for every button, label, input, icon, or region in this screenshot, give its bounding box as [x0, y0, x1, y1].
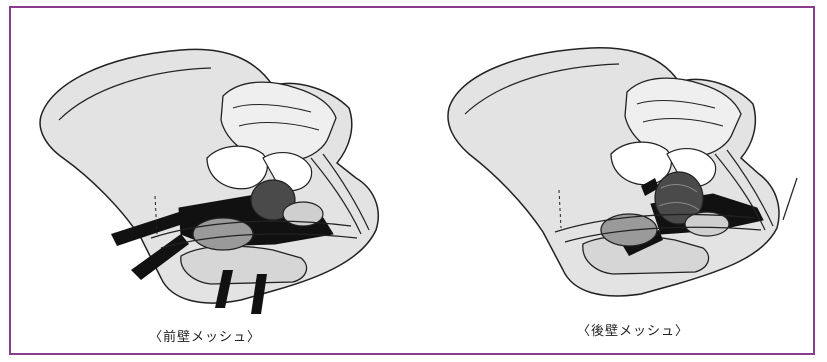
pelvis-posterior-illustration	[423, 8, 813, 353]
figure-caption-posterior: 〈後壁メッシュ〉	[577, 320, 689, 339]
posterior-mesh-figure: 〈後壁メッシュ〉	[423, 8, 813, 353]
pelvis-anterior-illustration	[11, 8, 411, 353]
anterior-mesh-figure: 〈前壁メッシュ〉	[11, 8, 411, 353]
bladder	[193, 218, 253, 250]
figure-frame: 〈前壁メッシュ〉	[9, 6, 815, 355]
figure-caption-anterior: 〈前壁メッシュ〉	[149, 326, 261, 345]
